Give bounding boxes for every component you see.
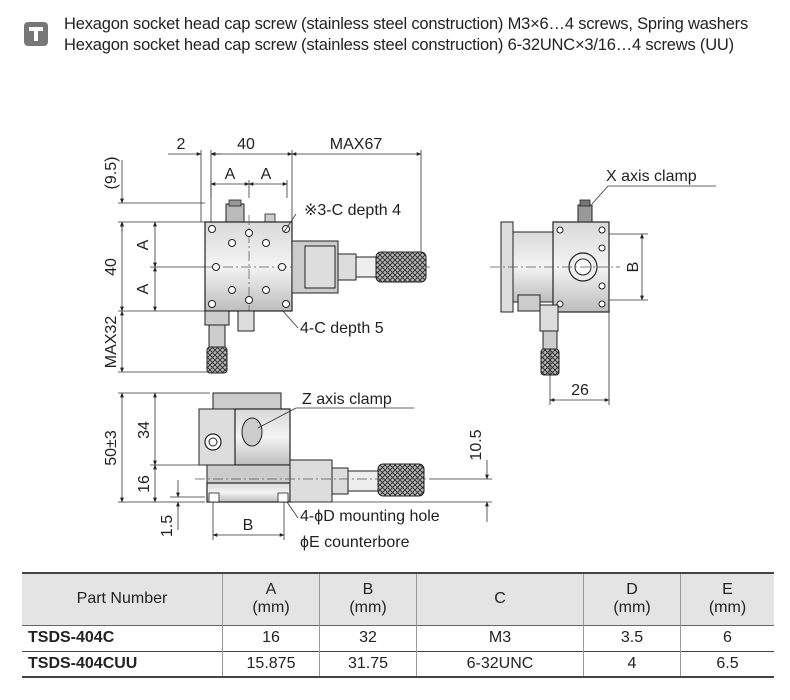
dim-9-5: (9.5) (103, 157, 120, 190)
e-cell: 6.5 (716, 654, 739, 672)
screw-note-line-1: Hexagon socket head cap screw (stainless… (64, 15, 749, 33)
d-cell: 3.5 (583, 625, 681, 651)
dim-max67: MAX67 (330, 136, 383, 153)
table-row: TSDS-404CUU 15.875 31.75 6-32UNC 4 6.5 (22, 651, 774, 677)
c-cell: M3 (416, 625, 584, 651)
b-cell: 32 (319, 625, 417, 651)
top-view: 2 40 MAX67 A A (9.5) 40 A A MAX32 (103, 136, 430, 374)
technical-drawing: 2 40 MAX67 A A (9.5) 40 A A MAX32 (103, 136, 716, 551)
z-axis-clamp-label: Z axis clamp (302, 391, 392, 408)
dim-16: 16 (136, 475, 153, 493)
dim-a-h1: A (225, 166, 236, 183)
side-view: B 26 X axis clamp (490, 168, 716, 405)
a-cell: 15.875 (222, 651, 320, 677)
part-number-cell: TSDS-404C (22, 625, 223, 651)
dim-34: 34 (136, 421, 153, 439)
d-cell: 4 (583, 651, 681, 677)
tool-icon (24, 22, 48, 46)
a-cell: 16 (222, 625, 320, 651)
col-b: B(mm) (319, 573, 417, 625)
table-row: TSDS-404C 16 32 M3 3.5 6 (22, 625, 774, 651)
col-part-number: Part Number (22, 573, 223, 625)
dim-b-front: B (243, 517, 254, 534)
part-number-cell: TSDS-404CUU (22, 651, 223, 677)
dim-a-v1: A (135, 239, 152, 250)
dim-50-pm3: 50±3 (103, 430, 120, 466)
dim-b-side: B (625, 262, 642, 273)
screw-note-line-2: Hexagon socket head cap screw (stainless… (64, 36, 734, 54)
e-cell: 6 (723, 629, 732, 646)
b-cell: 31.75 (319, 651, 417, 677)
dim-40-left: 40 (103, 258, 120, 276)
dim-a-h2: A (261, 166, 272, 183)
counterbore-note: ϕE counterbore (300, 534, 410, 551)
dim-40-top: 40 (237, 136, 255, 153)
front-view: 50±3 34 16 1.5 10.5 B Z axis clamp 4-ϕD … (103, 391, 492, 551)
dim-2: 2 (177, 136, 186, 153)
mounting-hole-note: 4-ϕD mounting hole (300, 508, 440, 525)
dim-10-5: 10.5 (468, 429, 485, 460)
col-e: E(mm) (708, 581, 747, 617)
spec-table: Part Number A(mm) B(mm) C D(mm) E(mm) TS… (22, 572, 774, 678)
note-4c-depth: 4-C depth 5 (300, 320, 384, 337)
dim-a-v2: A (135, 283, 152, 294)
dim-1-5: 1.5 (159, 515, 176, 537)
c-cell: 6-32UNC (416, 651, 584, 677)
note-3c-depth: ※3-C depth 4 (304, 202, 401, 219)
x-axis-clamp-label: X axis clamp (606, 168, 697, 185)
dim-26: 26 (571, 382, 589, 399)
col-c: C (416, 573, 584, 625)
col-a: A(mm) (222, 573, 320, 625)
table-header-row: Part Number A(mm) B(mm) C D(mm) E(mm) (22, 573, 774, 625)
col-d: D(mm) (583, 573, 681, 625)
dim-max32: MAX32 (103, 316, 120, 369)
